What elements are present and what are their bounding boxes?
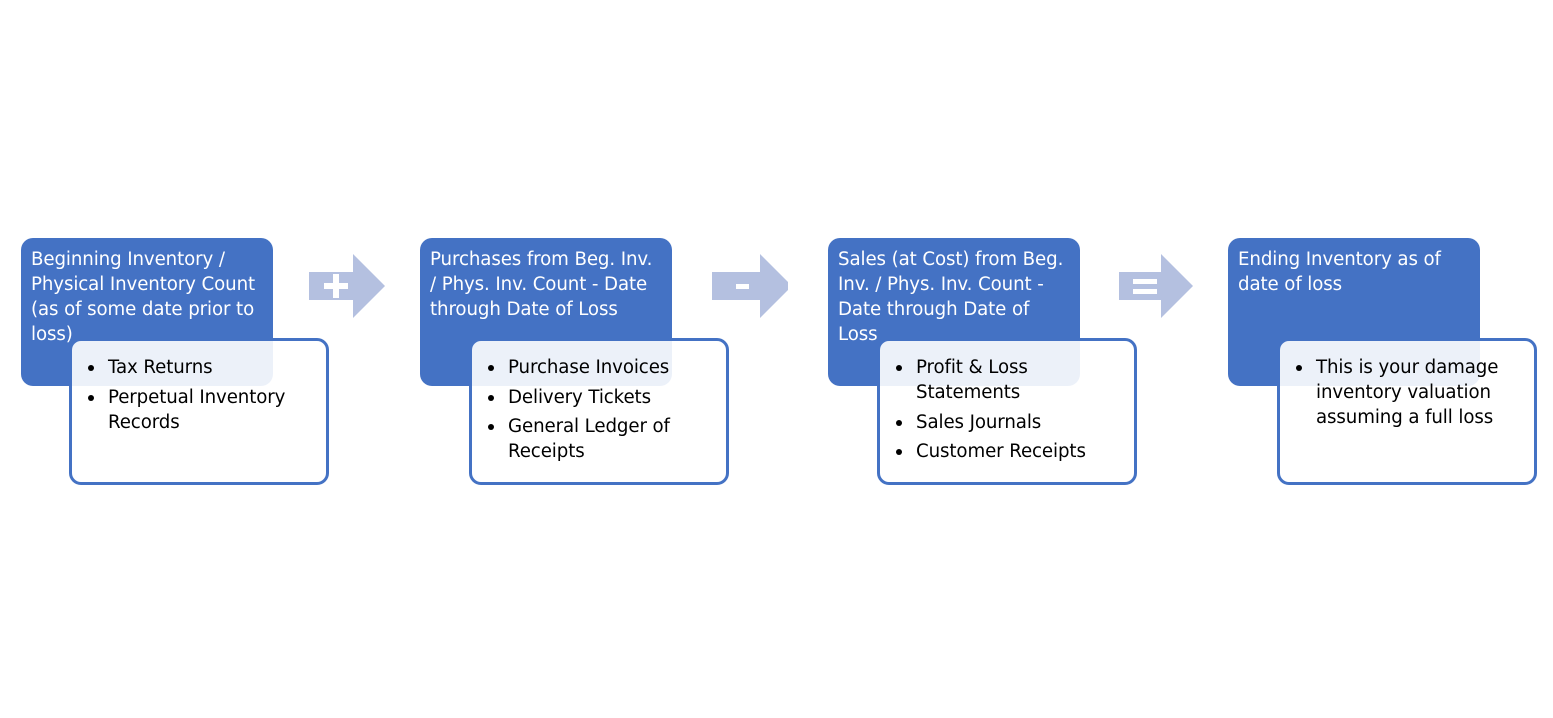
arrow-shape xyxy=(1119,254,1193,318)
detail-list: Profit & Loss Statements Sales Journals … xyxy=(896,355,1122,464)
list-item: Profit & Loss Statements xyxy=(896,355,1122,405)
list-item: Customer Receipts xyxy=(896,439,1122,464)
list-item: This is your damage inventory valuation … xyxy=(1296,355,1522,430)
list-item: Perpetual Inventory Records xyxy=(88,385,314,435)
equals-icon xyxy=(1133,279,1157,284)
step-detail-box: This is your damage inventory valuation … xyxy=(1277,338,1537,485)
step-detail-box: Tax Returns Perpetual Inventory Records xyxy=(69,338,329,485)
list-item: Purchase Invoices xyxy=(488,355,714,380)
list-item: Tax Returns xyxy=(88,355,314,380)
step-detail-box: Profit & Loss Statements Sales Journals … xyxy=(877,338,1137,485)
step-detail-box: Purchase Invoices Delivery Tickets Gener… xyxy=(469,338,729,485)
minus-icon xyxy=(736,284,749,289)
plus-arrow-icon xyxy=(309,254,385,318)
detail-list: Tax Returns Perpetual Inventory Records xyxy=(88,355,314,435)
list-item: Sales Journals xyxy=(896,410,1122,435)
detail-list: Purchase Invoices Delivery Tickets Gener… xyxy=(488,355,714,464)
list-item: Delivery Tickets xyxy=(488,385,714,410)
arrow-shape xyxy=(712,254,788,318)
list-item: General Ledger of Receipts xyxy=(488,414,714,464)
detail-list: This is your damage inventory valuation … xyxy=(1296,355,1522,430)
minus-arrow-icon xyxy=(712,254,788,318)
equals-arrow-icon xyxy=(1119,254,1193,318)
